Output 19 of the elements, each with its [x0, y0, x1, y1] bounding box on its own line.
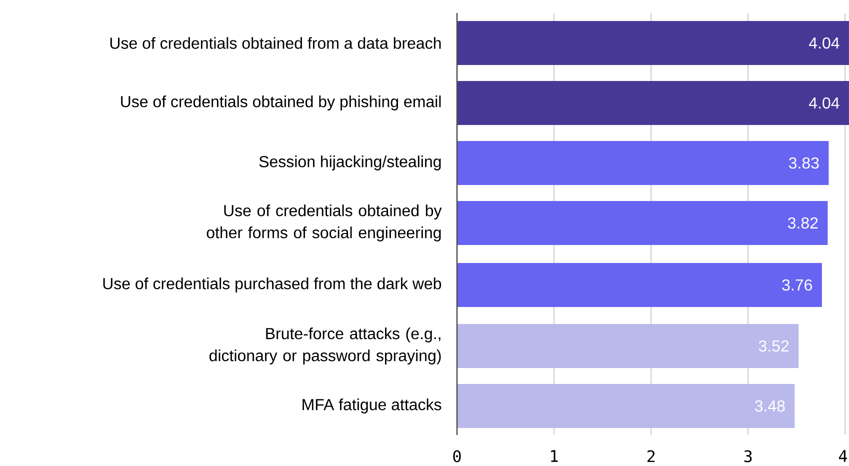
category-label: Use of credentials obtained by phishing email: [121, 96, 441, 110]
tick-label: 0: [453, 450, 461, 462]
tick-label: 1: [551, 450, 558, 462]
tick-label: 2: [647, 450, 655, 462]
category-label: Brute-force attacks (e.g., dictionary or password spraying): [210, 328, 441, 364]
category-label: Use of credentials obtained by other forms of social engineering: [206, 204, 442, 242]
value-label: 3.48: [754, 400, 785, 412]
category-label: Session hijacking/stealing: [259, 156, 441, 170]
category-label: MFA fatigue attacks: [302, 398, 442, 414]
value-label: 4.04: [809, 97, 840, 109]
value-label: 4.04: [809, 37, 840, 49]
value-label: 3.52: [758, 340, 789, 352]
value-label: 3.82: [788, 217, 818, 229]
tick-label: 4: [838, 450, 848, 462]
tick-label: 3: [744, 450, 752, 462]
value-label: 3.76: [782, 279, 812, 291]
category-label: Use of credentials obtained from a data breach: [110, 37, 441, 49]
value-label: 3.83: [788, 157, 819, 169]
category-label: Use of credentials purchased from the dark web: [103, 278, 442, 292]
